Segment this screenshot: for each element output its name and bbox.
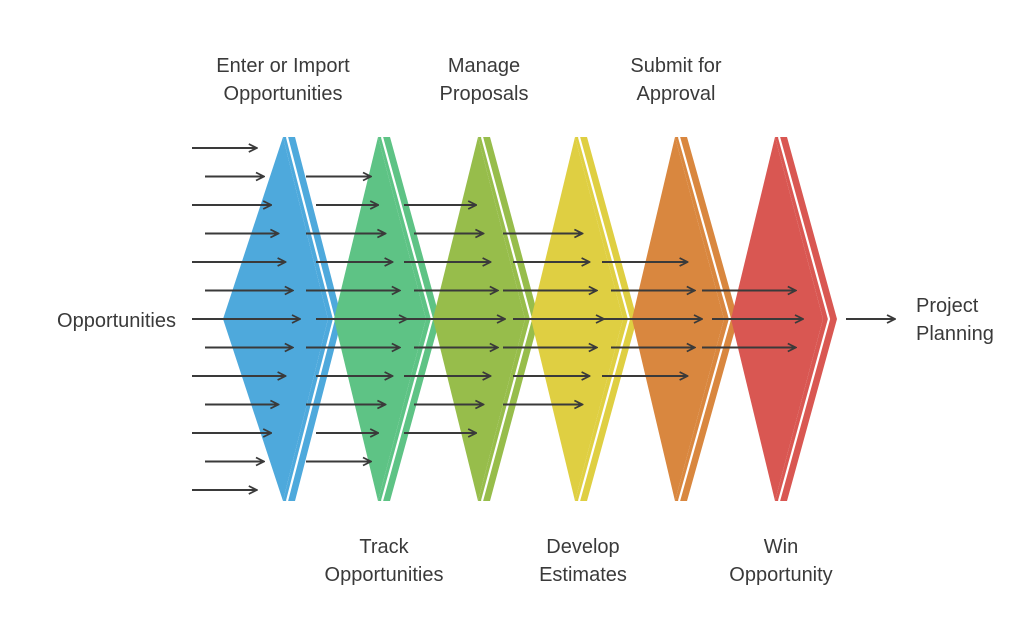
output-label: Project Planning — [916, 295, 994, 345]
stage-estimates-label-line: Estimates — [539, 564, 627, 586]
stage-approval-label-line: Submit for — [630, 55, 721, 77]
stage-enter-label-line: Enter or Import — [216, 55, 350, 77]
stage-approval-label-line: Approval — [637, 83, 716, 105]
input-label: Opportunities — [57, 310, 176, 332]
stage-estimates-label-line: Develop — [546, 536, 619, 558]
stage-win-label-line: Opportunity — [729, 564, 832, 586]
stage-proposals-label-line: Manage — [448, 55, 520, 77]
stage-win-chevron-band — [775, 137, 837, 501]
stage-enter-label-line: Opportunities — [224, 83, 343, 105]
output-label-line-1: Project — [916, 295, 979, 317]
stage-track-label-line: Track — [359, 536, 409, 558]
output-label-line-2: Planning — [916, 323, 994, 345]
stage-track-label-line: Opportunities — [325, 564, 444, 586]
stage-win-highlight — [777, 136, 831, 502]
stage-proposals-label-line: Proposals — [440, 83, 529, 105]
stage-win-label-line: Win — [764, 536, 798, 558]
